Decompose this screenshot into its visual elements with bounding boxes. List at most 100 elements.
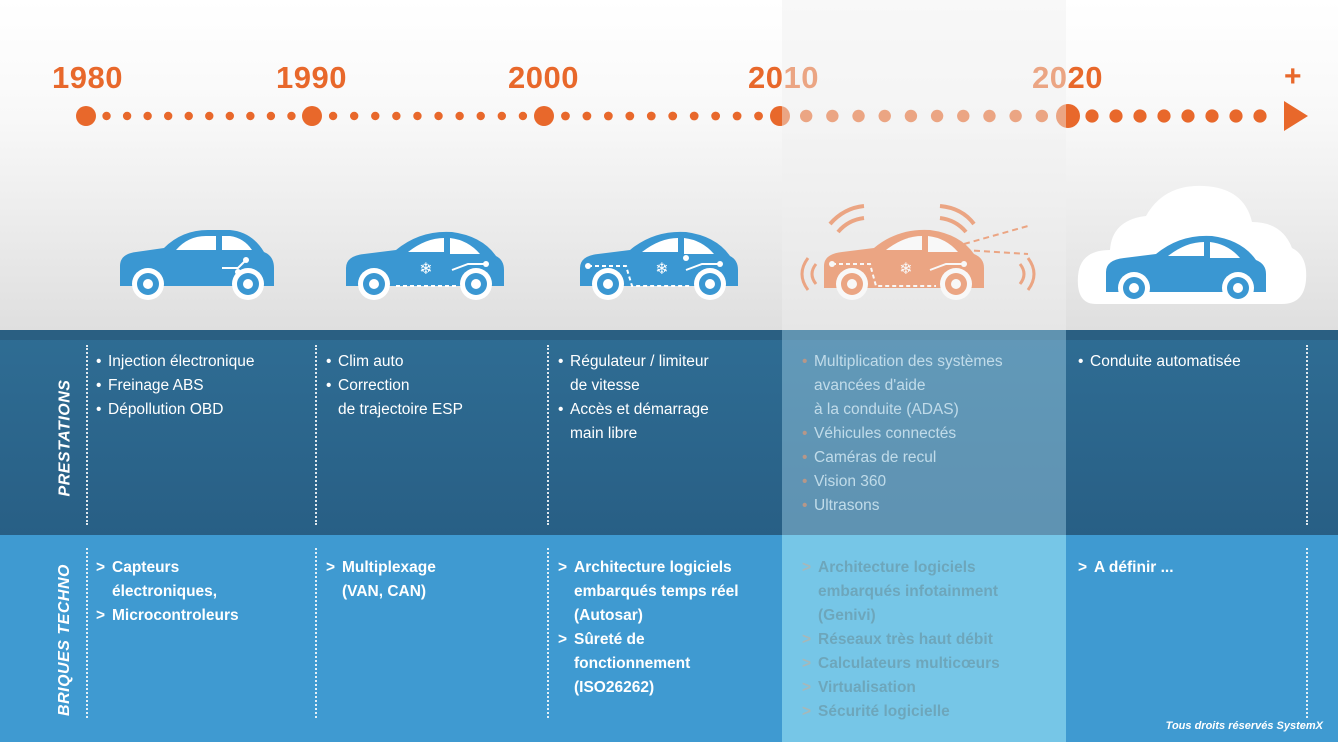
timeline-year-marker bbox=[302, 106, 322, 126]
list-item: Microcontroleurs bbox=[96, 604, 308, 628]
column-separator bbox=[547, 548, 549, 718]
timeline-dot bbox=[603, 111, 613, 121]
column-separator bbox=[315, 345, 317, 525]
timeline-axis bbox=[76, 101, 1308, 131]
list-item: Freinage ABS bbox=[96, 374, 308, 398]
timeline-dot bbox=[371, 111, 380, 121]
timeline-dot bbox=[328, 111, 338, 121]
timeline-year-marker bbox=[1056, 104, 1080, 128]
bullet-list: Conduite automatisée bbox=[1078, 350, 1300, 374]
timeline-dot bbox=[826, 109, 839, 123]
briques-2020: A définir ... bbox=[1078, 556, 1300, 580]
car-sensors-icon: ❄ bbox=[800, 204, 1036, 300]
timeline-dot bbox=[1229, 109, 1243, 123]
list-item: Vision 360 bbox=[802, 470, 1057, 494]
list-item: Conduite automatisée bbox=[1078, 350, 1300, 374]
timeline-dot bbox=[287, 111, 296, 121]
timeline-dot bbox=[646, 111, 656, 121]
timeline-year-marker bbox=[76, 106, 96, 126]
timeline-dot bbox=[1157, 109, 1171, 123]
briques-label: BRIQUES TECHNO bbox=[56, 564, 73, 716]
timeline-dot bbox=[711, 111, 721, 121]
timeline-dot bbox=[1009, 109, 1022, 123]
year-2000: 2000 bbox=[508, 60, 579, 95]
column-separator bbox=[315, 548, 317, 718]
timeline-dot bbox=[983, 109, 996, 123]
list-item: Clim auto bbox=[326, 350, 538, 374]
list-item: Virtualisation bbox=[802, 676, 1057, 700]
timeline-dot bbox=[957, 109, 970, 123]
timeline-dot bbox=[904, 109, 918, 123]
column-separator bbox=[547, 345, 549, 525]
timeline-dot bbox=[225, 111, 235, 121]
list-item: Injection électronique bbox=[96, 350, 308, 374]
list-item: Véhicules connectés bbox=[802, 422, 1057, 446]
year-2010: 2010 bbox=[748, 60, 819, 95]
briques-1990: Multiplexage(VAN, CAN) bbox=[326, 556, 538, 604]
svg-text:❄: ❄ bbox=[419, 261, 432, 278]
timeline-dot bbox=[1035, 109, 1049, 123]
column-separator bbox=[86, 548, 88, 718]
timeline-dot bbox=[184, 111, 193, 121]
timeline-dot bbox=[561, 111, 570, 121]
list-item: Réseaux très haut débit bbox=[802, 628, 1057, 652]
prestations-1980: Injection électroniqueFreinage ABSDépoll… bbox=[96, 350, 308, 422]
car-icon bbox=[120, 230, 274, 300]
list-item: Caméras de recul bbox=[802, 446, 1057, 470]
timeline-year-marker bbox=[534, 106, 554, 126]
timeline-dot bbox=[1109, 109, 1123, 123]
bullet-list: A définir ... bbox=[1078, 556, 1300, 580]
prestations-1990: Clim autoCorrectionde trajectoire ESP bbox=[326, 350, 538, 422]
column-separator bbox=[1306, 345, 1308, 525]
copyright-notice: Tous droits réservés SystemX bbox=[1165, 720, 1323, 732]
prestations-2020: Conduite automatisée bbox=[1078, 350, 1300, 374]
timeline-dot bbox=[518, 111, 528, 121]
car-cloud-icon bbox=[1077, 185, 1307, 304]
timeline-year-marker bbox=[770, 106, 790, 126]
bullet-list: Multiplexage(VAN, CAN) bbox=[326, 556, 538, 604]
timeline-dot bbox=[1133, 109, 1147, 123]
timeline-dot bbox=[1181, 109, 1195, 123]
list-item: Calculateurs multicœurs bbox=[802, 652, 1057, 676]
timeline-arrowhead bbox=[1284, 101, 1308, 131]
timeline-dot bbox=[582, 111, 592, 121]
timeline-dots bbox=[76, 104, 1267, 128]
timeline-dot bbox=[1205, 109, 1219, 123]
year-1990: 1990 bbox=[276, 60, 347, 95]
svg-text:❄: ❄ bbox=[655, 261, 668, 278]
timeline-dot bbox=[413, 111, 422, 121]
list-item: A définir ... bbox=[1078, 556, 1300, 580]
timeline-dot bbox=[878, 109, 891, 123]
timeline-dot bbox=[799, 109, 813, 123]
column-separator bbox=[86, 345, 88, 525]
timeline-dot bbox=[1253, 109, 1267, 123]
bullet-list: Injection électroniqueFreinage ABSDépoll… bbox=[96, 350, 308, 422]
timeline-dot bbox=[930, 109, 944, 123]
timeline-dot bbox=[476, 111, 485, 121]
future-marker: + bbox=[1284, 60, 1303, 93]
list-item: Dépollution OBD bbox=[96, 398, 308, 422]
timeline-dot bbox=[434, 111, 443, 121]
timeline-dot bbox=[852, 109, 865, 123]
list-item: Ultrasons bbox=[802, 494, 1057, 518]
timeline-dot bbox=[205, 111, 214, 121]
timeline-dot bbox=[246, 111, 255, 121]
year-1980: 1980 bbox=[52, 60, 123, 95]
column-separator bbox=[1306, 548, 1308, 718]
timeline-dot bbox=[143, 111, 152, 121]
car-network-icon: ❄ bbox=[580, 231, 738, 300]
